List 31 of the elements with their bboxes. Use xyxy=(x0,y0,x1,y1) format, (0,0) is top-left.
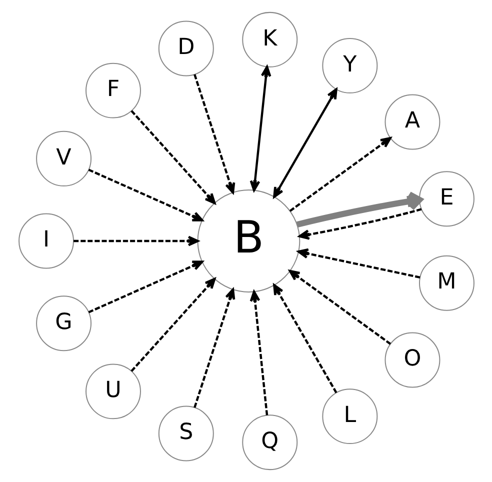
arrow xyxy=(73,236,198,246)
node-circle: E xyxy=(418,171,474,227)
arrow xyxy=(249,66,271,192)
arrow xyxy=(296,248,420,278)
node-circle: A xyxy=(384,94,440,150)
arrow xyxy=(88,168,203,222)
node-circle: S xyxy=(158,406,214,462)
arrow xyxy=(272,88,337,198)
node-circle: D xyxy=(158,20,214,76)
arrow xyxy=(130,110,216,204)
arrow xyxy=(288,270,391,345)
node-circle: O xyxy=(384,332,440,388)
arrow xyxy=(298,208,422,240)
arrow xyxy=(272,284,337,394)
node-circle: K xyxy=(242,12,298,68)
node-circle: L xyxy=(322,388,378,444)
node-circle: F xyxy=(85,62,140,118)
node-circle: Y xyxy=(322,38,378,94)
arrow xyxy=(193,74,235,194)
arrow xyxy=(88,260,203,314)
arrow xyxy=(249,290,268,416)
arrow xyxy=(296,191,422,228)
node-circle: U xyxy=(85,364,140,420)
node-circle: G xyxy=(36,296,92,352)
node-circle: I xyxy=(18,213,74,269)
arrow xyxy=(288,137,391,212)
node-circle: M xyxy=(418,255,474,311)
node-circle: Q xyxy=(242,414,298,470)
arrow xyxy=(130,278,216,372)
arrow xyxy=(193,288,235,408)
node-circle: V xyxy=(36,130,92,186)
